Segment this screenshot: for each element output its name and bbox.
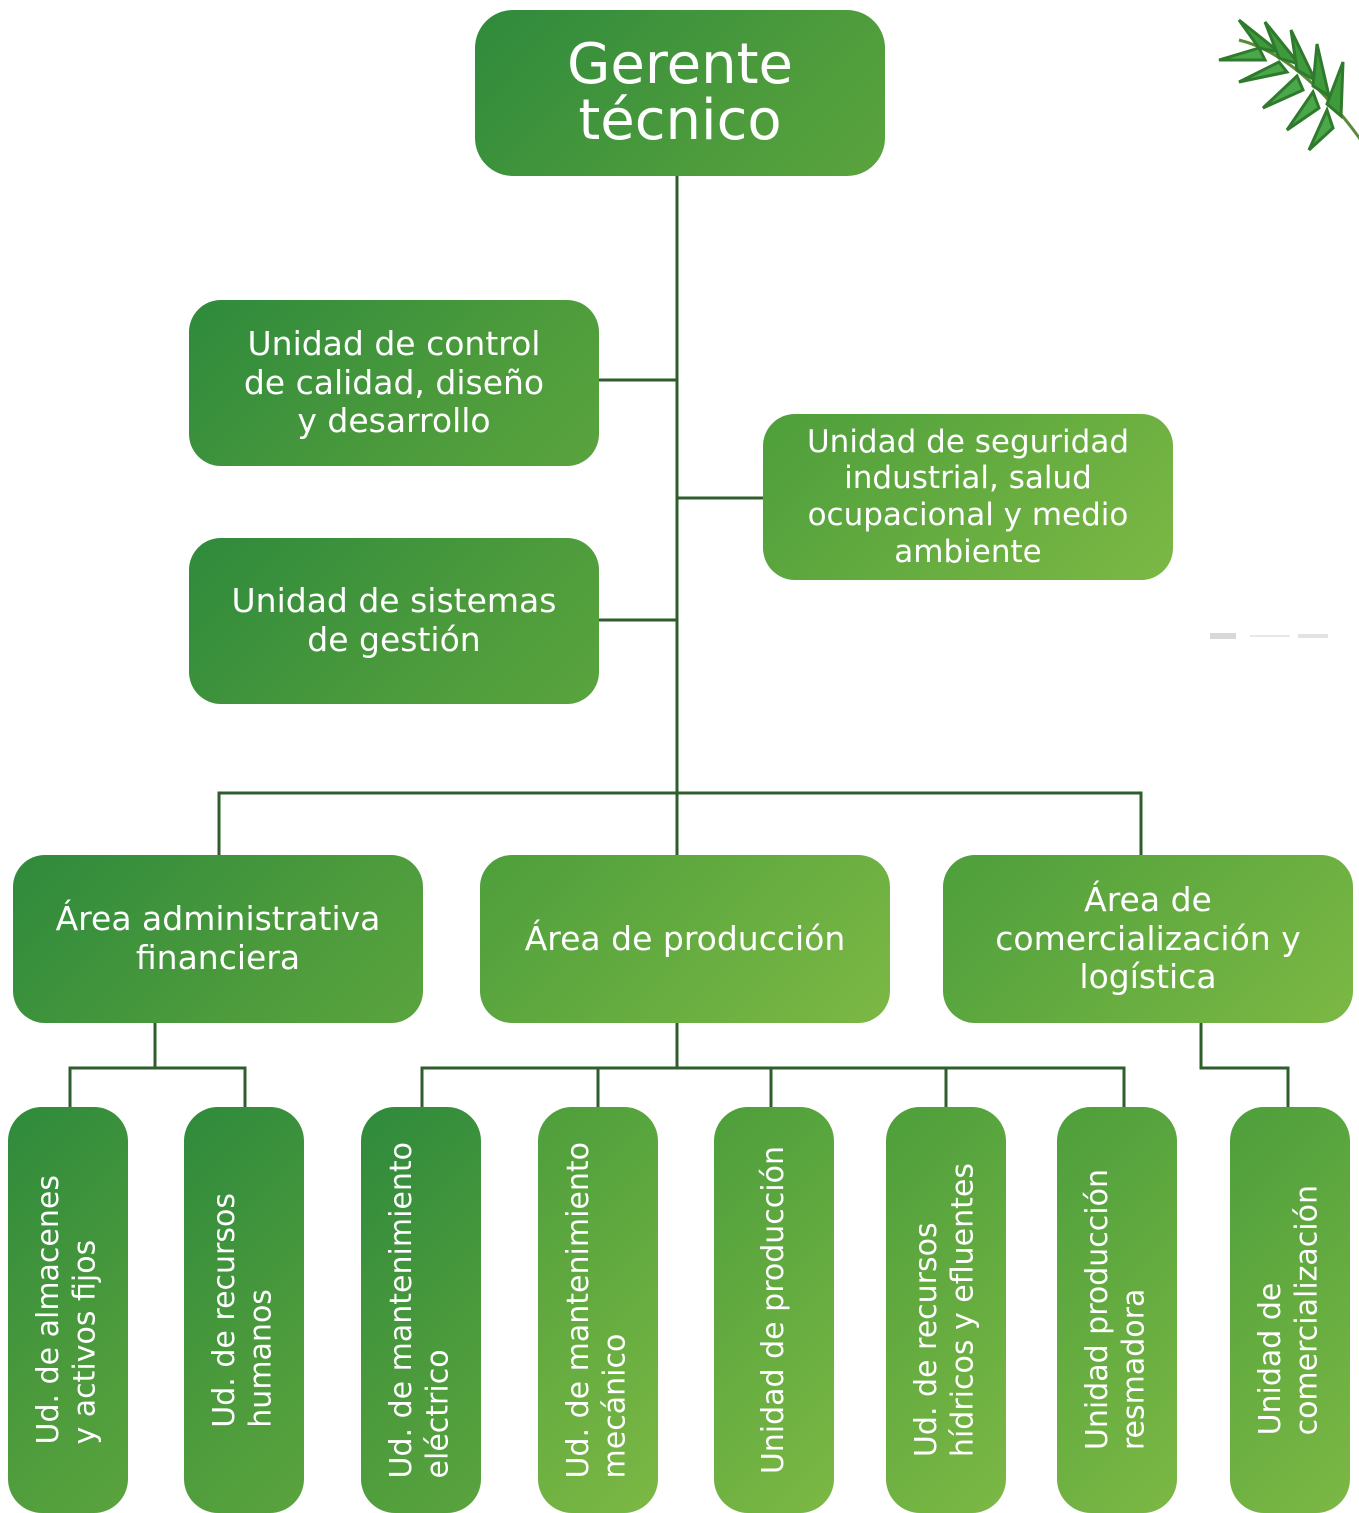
- node-unit-produccion: Unidad de producción: [714, 1107, 834, 1513]
- node-unit-almacenes: Ud. de almacenes y activos fijos: [8, 1107, 128, 1513]
- node-unit-recursos-humanos: Ud. de recursos humanos: [184, 1107, 304, 1513]
- node-unit-produccion-label: Unidad de producción: [755, 1145, 791, 1475]
- node-area-administrativa-label: Área administrativa financiera: [55, 899, 381, 977]
- node-control-calidad: Unidad de control de calidad, diseño y d…: [189, 300, 599, 466]
- node-unit-almacenes-label: Ud. de almacenes y activos fijos: [31, 1175, 103, 1445]
- node-area-comercializacion: Área de comercialización y logística: [943, 855, 1353, 1023]
- node-unit-resmadora: Unidad producción resmadora: [1057, 1107, 1177, 1513]
- node-area-produccion-label: Área de producción: [524, 918, 846, 958]
- node-seguridad-industrial: Unidad de seguridad industrial, salud oc…: [763, 414, 1173, 580]
- palm-leaf-icon: [1218, 18, 1359, 152]
- connector-production-bus: [420, 1066, 1126, 1107]
- node-unit-comercializacion-label: Unidad de comercialización: [1253, 1184, 1325, 1436]
- node-unit-mant-mecanico: Ud. de mantenimiento mecánico: [538, 1107, 658, 1513]
- node-sistemas-gestion-label: Unidad de sistemas de gestión: [231, 581, 557, 659]
- node-unit-mant-electrico-label: Ud. de mantenimiento eléctrico: [384, 1141, 456, 1479]
- node-gerente-tecnico: Gerente técnico: [475, 10, 885, 176]
- node-control-calidad-label: Unidad de control de calidad, diseño y d…: [243, 323, 545, 441]
- node-area-administrativa: Área administrativa financiera: [13, 855, 423, 1023]
- node-unit-recursos-humanos-label: Ud. de recursos humanos: [207, 1192, 279, 1428]
- node-sistemas-gestion: Unidad de sistemas de gestión: [189, 538, 599, 704]
- faint-mark: [1210, 633, 1328, 639]
- node-unit-recursos-hidricos-label: Ud. de recursos hídricos y efluentes: [909, 1162, 981, 1458]
- node-gerente-tecnico-label: Gerente técnico: [567, 32, 793, 153]
- node-area-comercializacion-label: Área de comercialización y logística: [995, 879, 1301, 997]
- node-unit-mant-mecanico-label: Ud. de mantenimiento mecánico: [561, 1141, 633, 1479]
- node-area-produccion: Área de producción: [480, 855, 890, 1023]
- connector-commercial: [1199, 1022, 1290, 1107]
- connector-areas-bus: [217, 791, 1143, 855]
- node-unit-recursos-hidricos: Ud. de recursos hídricos y efluentes: [886, 1107, 1006, 1513]
- node-seguridad-industrial-label: Unidad de seguridad industrial, salud oc…: [806, 423, 1130, 570]
- node-unit-resmadora-label: Unidad producción resmadora: [1080, 1169, 1152, 1451]
- connector-admin-bus: [68, 1066, 247, 1107]
- node-unit-mant-electrico: Ud. de mantenimiento eléctrico: [361, 1107, 481, 1513]
- node-unit-comercializacion: Unidad de comercialización: [1230, 1107, 1350, 1513]
